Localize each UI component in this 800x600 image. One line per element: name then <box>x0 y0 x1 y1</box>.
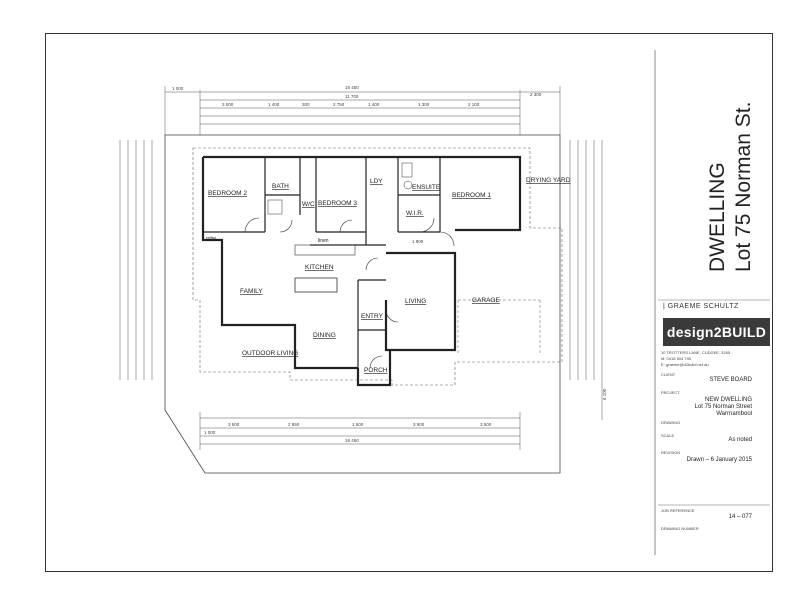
project-line1: NEW DWELLING <box>704 397 752 403</box>
dim-top-seg-6: 2 100 <box>468 102 480 107</box>
dim-top-left: 1 000 <box>172 86 184 91</box>
dim-bottom-seg-0: 3 500 <box>228 422 240 427</box>
room-label-bedroom3: BEDROOM 3 <box>318 200 357 207</box>
door-swings <box>244 217 455 369</box>
drawing-sheet-border <box>45 33 773 572</box>
room-label-living: LIVING <box>405 298 426 305</box>
dim-right-total: 6 100 <box>602 388 607 400</box>
dim-top-overall: 18 450 <box>345 85 359 90</box>
dim-top-seg-5: 1 300 <box>418 102 430 107</box>
project-line2: Lot 75 Norman Street <box>694 404 752 410</box>
dim-top-seg-0: 3 000 <box>222 102 234 107</box>
room-label-wc: W/C <box>302 201 315 208</box>
kitchen-island <box>294 277 338 293</box>
dim-bottom-seg-1: 2 850 <box>288 422 300 427</box>
scale-value: As noted <box>728 437 752 443</box>
brand-logo: design2BUILD <box>663 318 770 346</box>
firm-address: 10 TROTTERS LANE, CUDGEE, 3265 <box>661 350 731 355</box>
external-walls <box>201 155 522 387</box>
dim-bottom-overall: 18 450 <box>345 438 359 443</box>
title-line2: Lot 75 Norman St. <box>732 102 755 272</box>
drawing-number-label: DRAWING NUMBER <box>661 526 699 531</box>
room-label-bedroom2: BEDROOM 2 <box>208 190 247 197</box>
room-label-outdoor-living: OUTDOOR LIVING <box>242 350 298 357</box>
dim-bottom-seg-2: 1 500 <box>352 422 364 427</box>
room-label-ldy: LDY <box>370 178 383 185</box>
job-ref-value: 14 – 077 <box>728 514 752 520</box>
internal-walls <box>203 157 441 368</box>
dim-top-seg-3: 2 750 <box>333 102 345 107</box>
room-label-entry: ENTRY <box>361 313 384 320</box>
top-dimension-lines <box>164 86 561 135</box>
bottom-dimension-lines <box>199 412 521 450</box>
revision-label: REVISION <box>661 450 681 455</box>
room-label-linen: linen <box>318 238 329 244</box>
dim-bottom-seg-4: 3 500 <box>480 422 492 427</box>
right-dimension-lines <box>569 140 603 420</box>
drawing-label: DRAWING <box>661 420 681 425</box>
firm-email: E: graeme@d2build.net.au <box>661 362 709 367</box>
left-dimension-lines <box>119 140 153 380</box>
dim-top-seg-4: 1 400 <box>368 102 380 107</box>
project-label: PROJECT <box>661 390 680 395</box>
title-line1: DWELLING <box>706 162 729 272</box>
job-ref-label: JOB REFERENCE <box>661 508 695 513</box>
client-value: STEVE BOARD <box>709 377 752 383</box>
dim-top-seg-2: 300 <box>302 102 310 107</box>
room-label-garage: GARAGE <box>472 297 500 304</box>
room-label-kitchen: KITCHEN <box>305 264 334 271</box>
room-label-bath: BATH <box>272 183 289 190</box>
project-line3: Warrnambool <box>716 411 752 417</box>
room-label-robe: robe <box>206 236 216 242</box>
client-label: CLIENT <box>661 372 676 377</box>
revision-value: Drawn – 6 January 2015 <box>686 457 752 463</box>
dim-entry-width: 1 800 <box>412 239 424 244</box>
site-boundary <box>164 134 561 474</box>
eaves-line <box>192 147 563 386</box>
dim-top-right: 2 300 <box>530 92 542 97</box>
room-label-dining: DINING <box>313 332 336 339</box>
dim-top-seg-1: 1 400 <box>268 102 280 107</box>
scale-label: SCALE <box>661 433 675 438</box>
room-label-drying-yard: DRYING YARD <box>526 177 571 184</box>
dim-bottom-left: 1 000 <box>204 430 216 435</box>
firm-phone: M: 0418 504 795 <box>661 356 692 361</box>
room-label-wir: W.I.R. <box>406 210 424 217</box>
dim-bottom-seg-3: 3 900 <box>413 422 425 427</box>
room-label-porch: PORCH <box>364 367 388 374</box>
dim-top-row2: 11 700 <box>345 94 359 99</box>
room-label-family: FAMILY <box>240 288 263 295</box>
room-label-ensuite: ENSUITE <box>412 184 441 191</box>
firm-name: | GRAEME SCHULTZ <box>663 303 739 310</box>
room-label-bedroom1: BEDROOM 1 <box>452 192 491 199</box>
kitchen-bench <box>294 244 356 256</box>
